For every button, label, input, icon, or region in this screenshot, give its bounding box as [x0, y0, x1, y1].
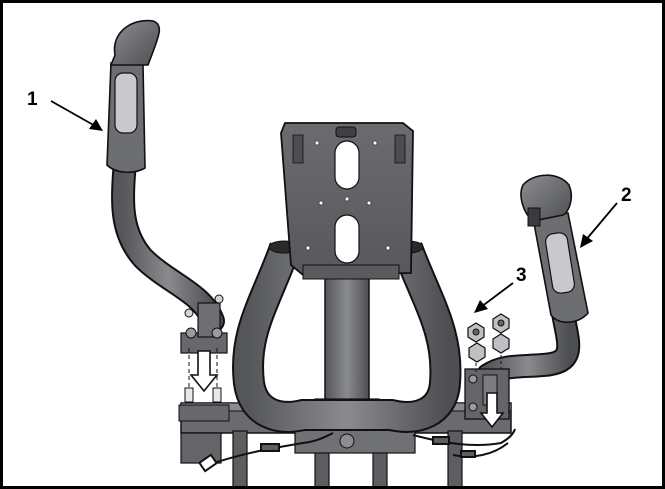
callout-label-1: 1: [27, 89, 38, 110]
mounting-plate: [280, 122, 414, 280]
left-install-arrow-icon: [189, 350, 219, 393]
left-control-lever: [106, 19, 228, 354]
callout-3: 3: [474, 265, 527, 313]
right-wire-harness: [412, 428, 516, 458]
callout-2: 2: [580, 185, 632, 248]
control-lever-illustration: 1 2 3: [27, 19, 632, 486]
callout-1: 1: [27, 89, 103, 131]
right-install-arrow-icon: [479, 392, 505, 429]
left-wire-harness: [198, 432, 334, 473]
callout-label-2: 2: [621, 185, 632, 206]
callout-label-3: 3: [516, 265, 527, 286]
left-fasteners: [178, 348, 230, 422]
right-fasteners: [467, 313, 510, 375]
